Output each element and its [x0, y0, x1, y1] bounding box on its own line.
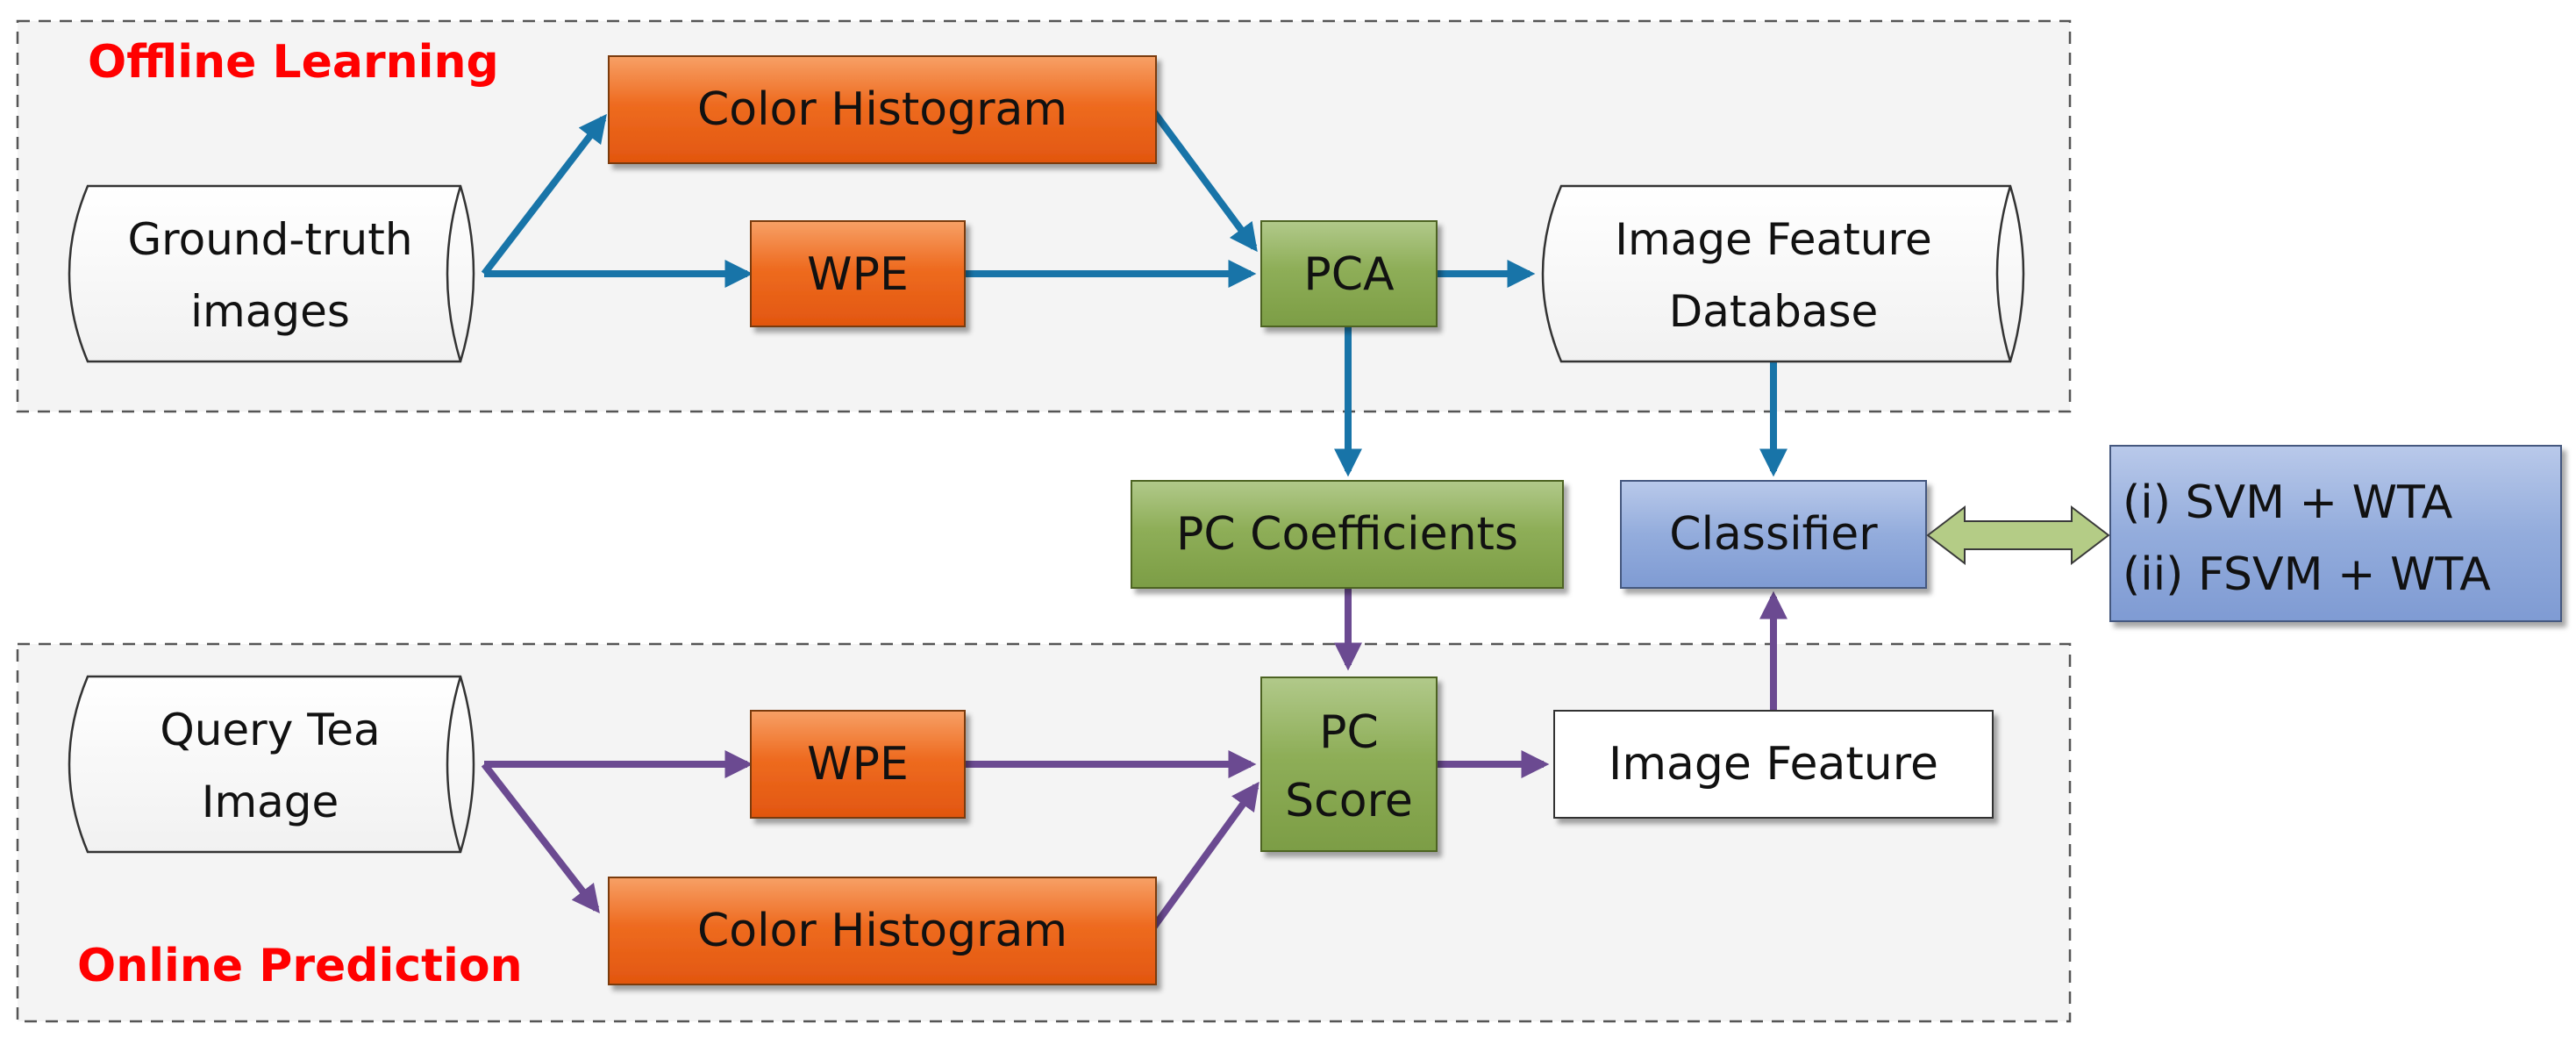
ground-truth-cylinder-edge [446, 185, 462, 362]
online-wpe-node [750, 710, 966, 819]
query-label-line1: Query Tea [160, 705, 380, 755]
offline-wpe-node [750, 220, 966, 327]
online-wpe-label: WPE [807, 738, 909, 791]
image-feature-node [1553, 710, 1994, 819]
offline-color-histogram-label: Color Histogram [697, 83, 1067, 136]
pca-box [1260, 220, 1438, 327]
online-color-histogram-node [608, 877, 1157, 985]
classifier-label: Classifier [1669, 508, 1878, 561]
classifier-option-svm: (i) SVM + WTA [2123, 476, 2453, 529]
pc-coefficients-node [1131, 480, 1564, 589]
query-cylinder-edge [446, 676, 462, 853]
offline-learning-title: Offline Learning [88, 36, 499, 89]
classifier-box [1620, 480, 1927, 589]
pca-node [1260, 220, 1438, 327]
ground-truth-label-line1: Ground-truth [127, 214, 412, 265]
online-color-histogram-box [608, 877, 1157, 985]
online-wpe-box [750, 710, 966, 819]
online-color-histogram-label: Color Histogram [697, 905, 1067, 957]
pca-label: PCA [1303, 248, 1395, 301]
database-label-line1: Image Feature [1615, 214, 1931, 265]
arrow-colorhist-to-pc-score [1148, 781, 1259, 933]
online-prediction-title: Online Prediction [77, 940, 523, 992]
query-tea-image-node: Query Tea Image [68, 675, 475, 854]
classifier-options-box [2109, 445, 2562, 622]
classifier-options-double-arrow [1926, 505, 2110, 566]
offline-wpe-box [750, 220, 966, 327]
pc-coefficients-box [1131, 480, 1564, 589]
arrow-query-to-colorhist [481, 762, 600, 914]
ground-truth-images-node: Ground-truth images [68, 184, 475, 363]
query-label-line2: Image [202, 777, 339, 827]
image-feature-label: Image Feature [1609, 738, 1938, 791]
classifier-option-fsvm: (ii) FSVM + WTA [2123, 548, 2491, 601]
ground-truth-label-line2: images [190, 286, 350, 337]
offline-color-histogram-node [608, 55, 1157, 164]
arrow-groundtruth-to-colorhist [481, 113, 607, 276]
online-arrows [481, 579, 1788, 933]
image-feature-box [1553, 710, 1994, 819]
offline-arrows [481, 106, 1788, 477]
offline-wpe-label: WPE [807, 248, 909, 301]
offline-color-histogram-box [608, 55, 1157, 164]
image-feature-database-node: Image Feature Database [1541, 184, 2025, 363]
pc-score-label-line1: PC [1319, 706, 1379, 759]
classifier-options-node [2109, 445, 2562, 622]
arrow-colorhist-to-pca [1148, 106, 1258, 253]
pc-score-node [1260, 676, 1438, 852]
database-cylinder-edge [1995, 185, 2012, 362]
classifier-node [1620, 480, 1927, 589]
pc-score-label-line2: Score [1285, 775, 1413, 827]
pc-score-box [1260, 676, 1438, 852]
pc-coefficients-label: PC Coefficients [1176, 508, 1518, 561]
database-label-line2: Database [1669, 286, 1879, 337]
